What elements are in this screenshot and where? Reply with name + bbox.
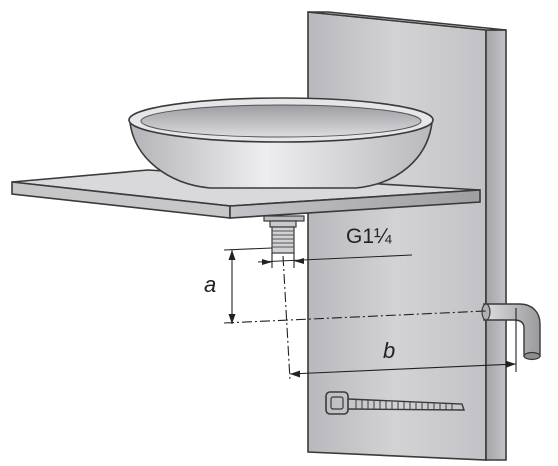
drain-centerline xyxy=(282,255,291,381)
shelf-side-edge xyxy=(229,189,481,219)
pipe-opening xyxy=(523,351,541,361)
wall-top-face xyxy=(307,11,507,31)
thread-dimension-line xyxy=(257,254,413,263)
a-extension-top xyxy=(223,247,273,251)
pipe-centerline xyxy=(223,310,487,324)
dimension-lines xyxy=(223,247,517,381)
thread-size-label: G1¼ xyxy=(346,225,392,248)
wall-side-face xyxy=(485,29,507,461)
counter-shelf xyxy=(11,169,481,219)
wall-drain-pipe xyxy=(481,303,541,361)
basin-opening xyxy=(140,104,422,138)
height-dimension-label: a xyxy=(204,272,217,297)
b-dimension-line xyxy=(289,363,517,375)
vessel-basin xyxy=(128,97,434,189)
drain-tailpiece xyxy=(263,215,305,254)
dimension-arrowheads xyxy=(228,250,516,378)
distance-dimension-label: b xyxy=(383,338,396,363)
cable-tie xyxy=(325,391,465,415)
